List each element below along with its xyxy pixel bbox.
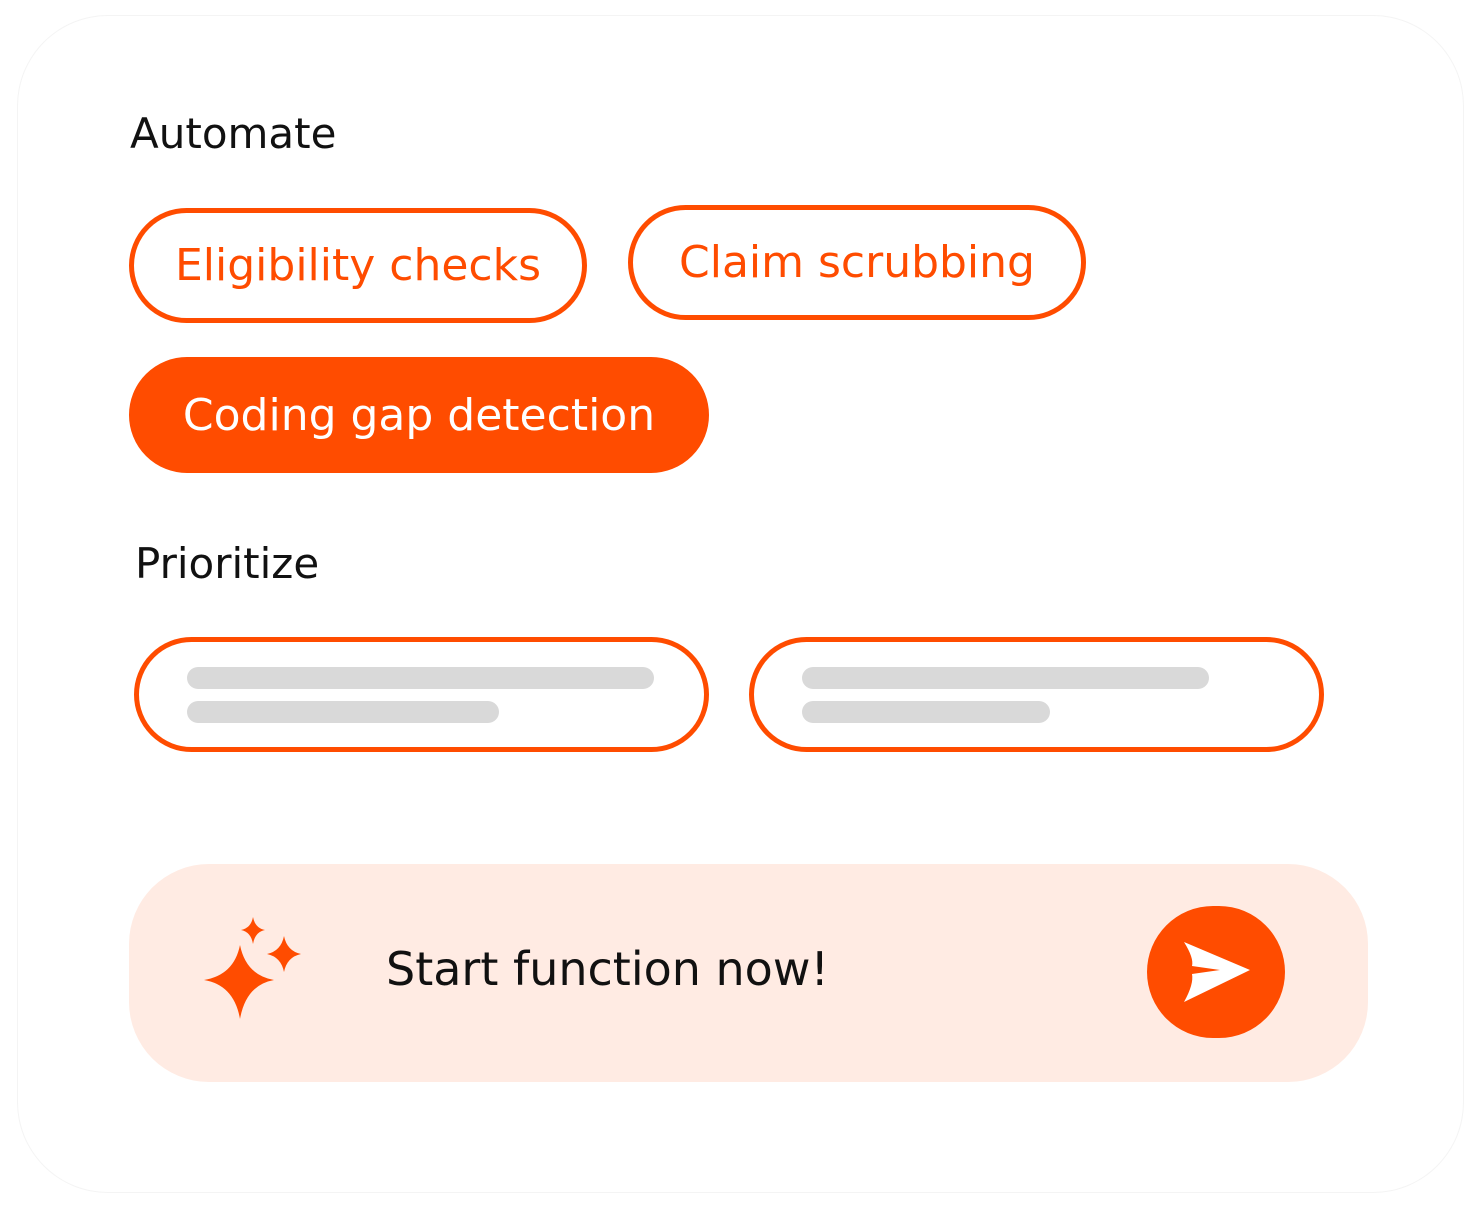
send-icon xyxy=(1184,942,1250,1002)
prioritize-option-placeholder[interactable] xyxy=(134,637,709,752)
skeleton-line xyxy=(802,701,1050,723)
prioritize-option-placeholder[interactable] xyxy=(749,637,1324,752)
skeleton-line xyxy=(187,667,654,689)
option-claim-scrubbing[interactable]: Claim scrubbing xyxy=(628,205,1086,320)
prioritize-title: Prioritize xyxy=(135,539,320,588)
automate-title: Automate xyxy=(130,109,337,158)
option-eligibility-checks[interactable]: Eligibility checks xyxy=(129,208,587,323)
prompt-text: Start function now! xyxy=(386,942,829,996)
skeleton-line xyxy=(802,667,1209,689)
send-button[interactable] xyxy=(1147,906,1285,1038)
option-coding-gap-detection[interactable]: Coding gap detection xyxy=(129,357,709,473)
sparkle-icon xyxy=(204,917,301,1019)
skeleton-line xyxy=(187,701,499,723)
